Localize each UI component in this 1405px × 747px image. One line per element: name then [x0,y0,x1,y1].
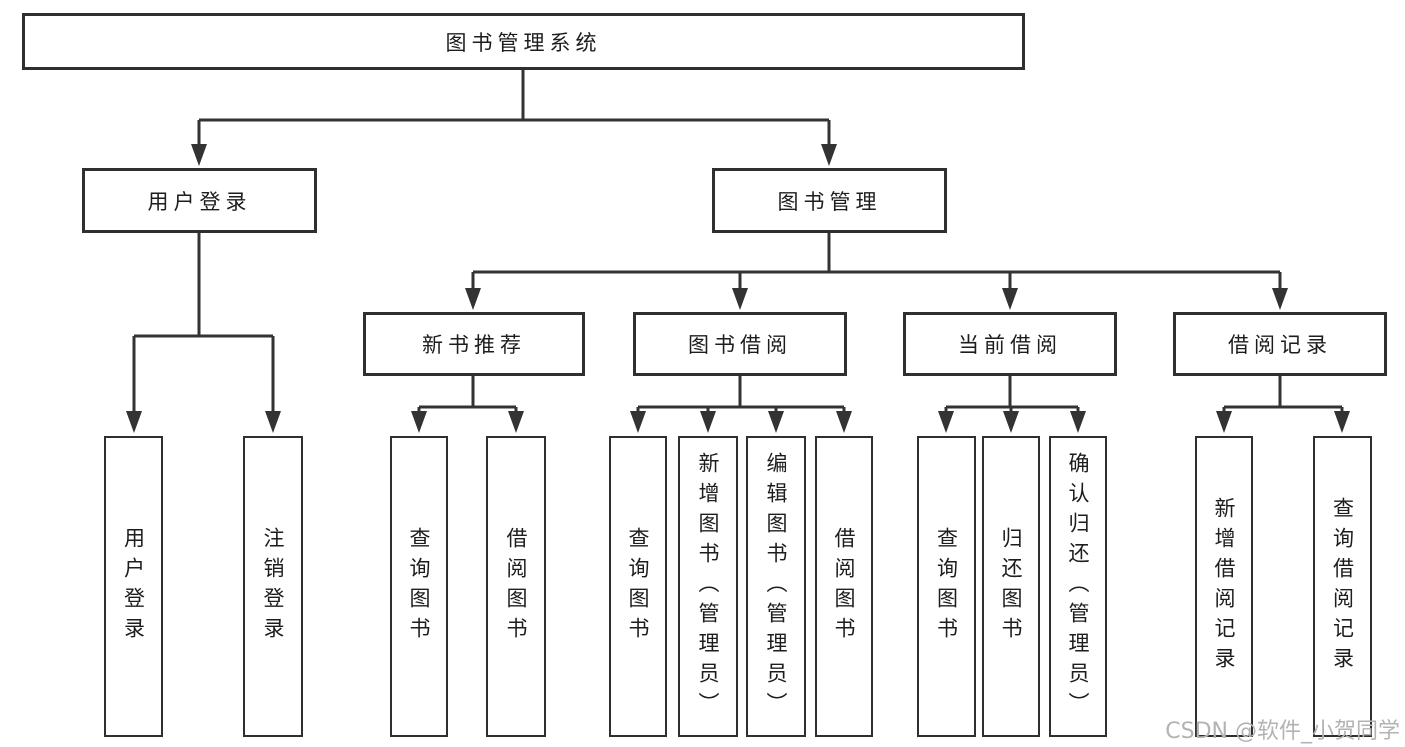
leaf-current-confirm-return-admin: 确认归还（管理员） [1049,436,1107,737]
leaf-borrowing-query-books: 查询图书 [609,436,667,737]
node-new-book-recommend: 新书推荐 [363,312,585,376]
node-book-borrowing: 图书借阅 [633,312,847,376]
leaf-borrowing-edit-books-admin: 编辑图书（管理员） [746,436,806,737]
arrowheads [126,144,1350,433]
leaf-records-add-borrow-record: 新增借阅记录 [1195,436,1253,737]
leaf-records-query-borrow-record: 查询借阅记录 [1313,436,1372,737]
csdn-watermark: CSDN @软件_小贺同学 [1165,719,1400,744]
connector-borrowrec-to-leaves [1222,376,1344,412]
leaf-newbooks-query-books: 查询图书 [390,436,448,737]
connector-newbooks-to-leaves [417,376,518,412]
node-book-management: 图书管理 [712,168,947,233]
connector-bookborrow-to-leaves [636,376,846,412]
leaf-borrowing-borrow-books: 借阅图书 [815,436,873,737]
node-borrowing-records: 借阅记录 [1173,312,1387,376]
connector-bookmgmt-to-level3 [471,233,1282,289]
leaf-current-return-books: 归还图书 [982,436,1040,737]
connector-curborrow-to-leaves [944,376,1080,412]
leaf-current-query-books: 查询图书 [917,436,976,737]
node-current-borrowing: 当前借阅 [903,312,1117,376]
leaf-user-login: 用户登录 [104,436,163,737]
connector-userlogin-to-leaves [132,233,275,412]
node-root-system: 图书管理系统 [22,13,1025,70]
leaf-logout: 注销登录 [243,436,303,737]
leaf-newbooks-borrow-books: 借阅图书 [486,436,546,737]
connector-root-to-level2 [197,70,831,145]
node-user-login: 用户登录 [82,168,317,233]
leaf-borrowing-add-books-admin: 新增图书（管理员） [678,436,738,737]
